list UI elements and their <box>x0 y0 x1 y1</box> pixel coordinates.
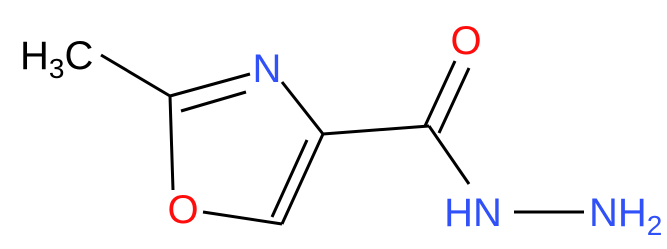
bond-c4-c5-inner <box>270 139 309 218</box>
methyl-label-c: C <box>64 34 93 78</box>
hydrazide-nh2-subscript: 2 <box>647 210 663 241</box>
bond-c4-c5 <box>280 133 325 225</box>
methyl-label-h: H <box>20 34 49 78</box>
hydrazide-nh2-main: NH <box>589 191 647 235</box>
bond-c2-n3-inner <box>180 90 247 113</box>
bond-carbonyl-nh <box>427 125 471 185</box>
bonds <box>100 53 584 226</box>
ring-oxygen-label: O <box>167 188 198 232</box>
bond-methyl-c2 <box>100 53 171 98</box>
hydrazide-nh2-label: NH2 <box>589 191 662 241</box>
bond-c2-n3 <box>169 72 251 98</box>
carbonyl-oxygen-label: O <box>450 19 481 63</box>
hydrazide-nh-label: HN <box>444 191 502 235</box>
ring-nitrogen-label: N <box>253 47 282 91</box>
methyl-label-subscript: 3 <box>49 53 65 84</box>
bond-carbonyl-o-1 <box>423 60 457 127</box>
bond-n3-c4 <box>280 81 325 135</box>
bond-c4-carbonyl <box>322 124 430 136</box>
bond-carbonyl-o-2 <box>437 67 471 134</box>
methyl-label: H3C <box>20 34 93 84</box>
bond-c5-o1 <box>202 210 283 226</box>
atom-labels: H3C N O O HN NH2 <box>20 19 662 241</box>
bond-o1-c2 <box>168 95 175 191</box>
